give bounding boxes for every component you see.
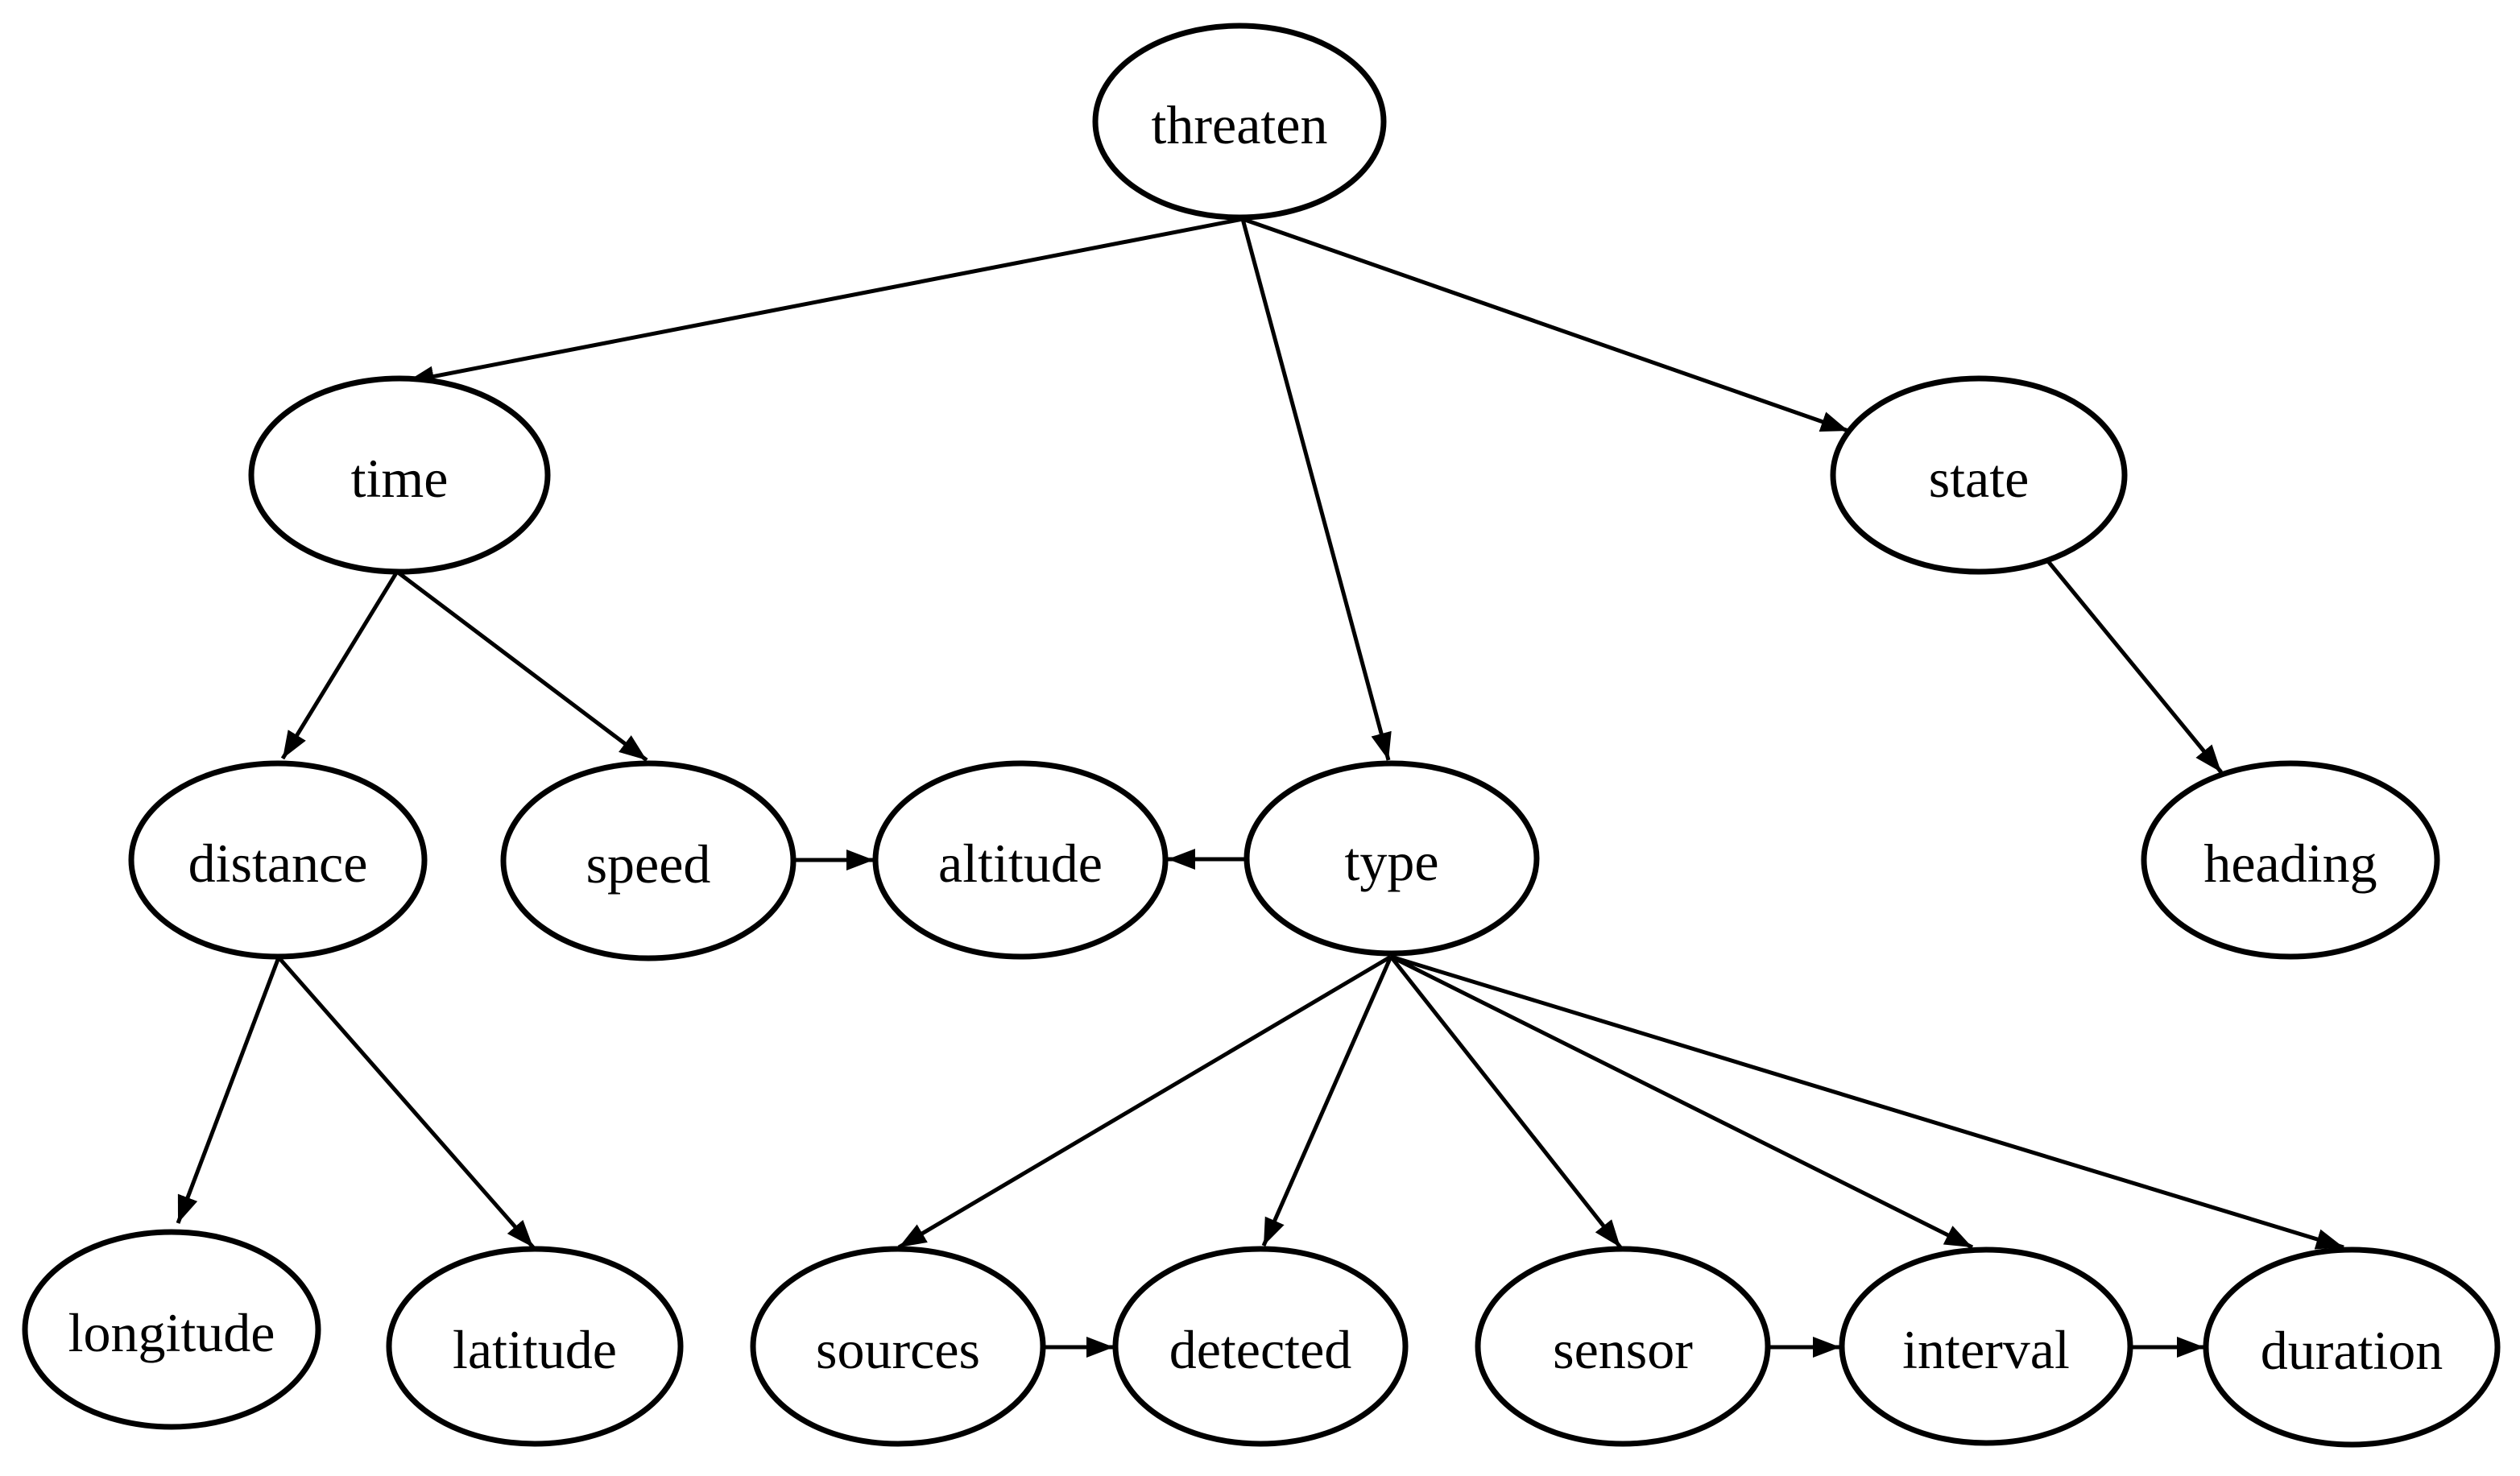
node-sources: sources — [750, 1246, 1046, 1447]
node-label-state: state — [1929, 448, 2030, 509]
node-label-interval: interval — [1902, 1319, 2070, 1380]
node-ellipse-distance — [128, 760, 428, 960]
node-type: type — [1243, 760, 1540, 957]
node-heading: heading — [2141, 760, 2440, 960]
edge-distance-latitude — [277, 956, 535, 1249]
edge-type-duration — [1390, 954, 2344, 1250]
node-latitude: latitude — [386, 1246, 684, 1447]
node-ellipse-longitude — [22, 1229, 321, 1430]
node-label-sensor: sensor — [1553, 1319, 1693, 1380]
node-duration: duration — [2203, 1247, 2501, 1448]
node-label-longitude: longitude — [68, 1302, 275, 1363]
node-ellipse-sources — [750, 1246, 1046, 1447]
node-speed: speed — [500, 760, 797, 961]
edge-type-sources — [897, 954, 1392, 1250]
edge-threaten-state — [1242, 217, 1849, 433]
node-ellipse-duration — [2203, 1247, 2501, 1448]
node-ellipse-heading — [2141, 760, 2440, 960]
node-ellipse-state — [1830, 375, 2128, 575]
edge-threaten-time — [406, 217, 1243, 387]
node-longitude: longitude — [22, 1229, 321, 1430]
node-label-heading: heading — [2203, 833, 2377, 894]
node-label-latitude: latitude — [453, 1319, 617, 1380]
edge-state-heading — [2046, 560, 2223, 774]
edge-distance-longitude — [176, 957, 281, 1224]
node-threaten: threaten — [1092, 23, 1387, 221]
node-time: time — [248, 375, 551, 575]
node-label-threaten: threaten — [1152, 94, 1328, 155]
edge-time-distance — [280, 570, 399, 760]
edge-type-detected — [1261, 955, 1393, 1247]
edge-threaten-type — [1240, 218, 1392, 761]
node-sensor: sensor — [1475, 1246, 1771, 1447]
node-detected: detected — [1112, 1246, 1409, 1447]
edge-type-interval — [1389, 954, 1974, 1250]
node-label-duration: duration — [2261, 1320, 2443, 1381]
node-ellipse-time — [248, 375, 551, 575]
node-label-detected: detected — [1169, 1319, 1352, 1380]
node-ellipse-latitude — [386, 1246, 684, 1447]
node-ellipse-detected — [1112, 1246, 1409, 1447]
node-ellipse-sensor — [1475, 1246, 1771, 1447]
node-ellipse-altitude — [872, 760, 1169, 960]
node-label-type: type — [1344, 831, 1438, 892]
node-distance: distance — [128, 760, 428, 960]
node-label-sources: sources — [816, 1319, 980, 1380]
node-label-altitude: altitude — [938, 833, 1103, 894]
node-label-speed: speed — [586, 833, 711, 895]
edge-type-sensor — [1389, 955, 1622, 1249]
node-ellipse-threaten — [1092, 23, 1387, 221]
node-ellipse-speed — [500, 760, 797, 961]
node-label-distance: distance — [188, 833, 368, 894]
node-ellipse-type — [1243, 760, 1540, 957]
node-ellipse-interval — [1839, 1247, 2133, 1446]
edge-time-speed — [395, 570, 648, 762]
node-interval: interval — [1839, 1247, 2133, 1446]
node-altitude: altitude — [872, 760, 1169, 960]
node-label-time: time — [351, 448, 449, 509]
node-state: state — [1830, 375, 2128, 575]
